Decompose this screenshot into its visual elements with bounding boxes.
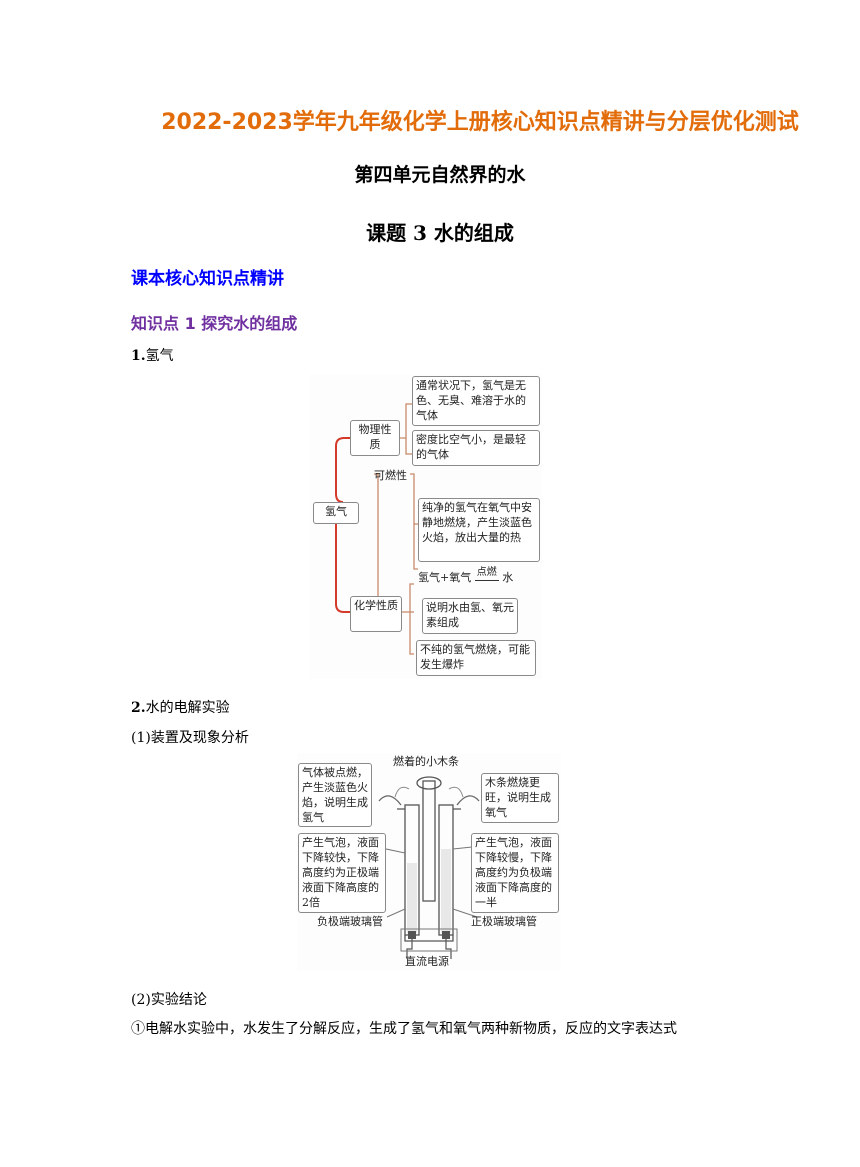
mindmap-physical-node: 物理性质 bbox=[350, 420, 400, 456]
hydrogen-test-note: 气体被点燃，产生淡蓝色火焰，说明生成氢气 bbox=[298, 763, 372, 827]
item-2: 2.水的电解实验 bbox=[131, 697, 230, 717]
electrolysis-figure: 燃着的小木条 气体被点燃，产生淡蓝色火焰，说明生成氢气 木条燃烧更旺，说明生成氧… bbox=[297, 753, 561, 971]
burning-stick-label: 燃着的小木条 bbox=[393, 755, 459, 768]
cathode-observation-note: 产生气泡，液面下降较快，下降高度约为正极端液面下降高度的2倍 bbox=[298, 833, 386, 913]
anode-observation-note: 产生气泡，液面下降较慢，下降高度约为负极端液面下降高度的一半 bbox=[471, 833, 559, 913]
hydrogen-mindmap-figure: 氢气 物理性质 可燃性 化学性质 通常状况下，氢气是无色、无臭、难溶于水的气体 … bbox=[310, 374, 542, 679]
subheading-conclusion: (2)实验结论 bbox=[131, 992, 207, 1008]
subheading-apparatus: (1)装置及现象分析 bbox=[131, 730, 249, 746]
conclusion-paragraph-1: ①电解水实验中，水发生了分解反应，生成了氢气和氧气两种新物质，反应的文字表达式 bbox=[131, 1021, 677, 1037]
power-supply-label: 直流电源 bbox=[405, 955, 449, 968]
mindmap-connectors bbox=[335, 403, 418, 655]
positive-tube-label: 正极端玻璃管 bbox=[471, 915, 537, 928]
item-1-text: 氢气 bbox=[145, 348, 174, 364]
knowledge-point-heading: 知识点 1 探究水的组成 bbox=[131, 314, 298, 333]
mindmap-equation: 氢气+氧气 点燃 水 bbox=[418, 567, 542, 587]
item-2-number: 2. bbox=[131, 700, 146, 716]
item-1: 1.氢气 bbox=[131, 345, 174, 365]
mindmap-composition-note: 说明水由氢、氧元素组成 bbox=[422, 598, 518, 634]
mindmap-physical-note-1: 通常状况下，氢气是无色、无臭、难溶于水的气体 bbox=[412, 376, 540, 426]
mindmap-flammable-label: 可燃性 bbox=[374, 469, 407, 482]
document-title: 2022-2023学年九年级化学上册核心知识点精讲与分层优化测试 bbox=[161, 110, 799, 135]
equation-right: 水 bbox=[502, 571, 514, 584]
negative-tube-label: 负极端玻璃管 bbox=[317, 915, 383, 928]
equation-left: 氢气+氧气 bbox=[418, 571, 472, 584]
mindmap-burning-note: 纯净的氢气在氧气中安静地燃烧，产生淡蓝色火焰，放出大量的热 bbox=[418, 498, 540, 562]
item-1-number: 1. bbox=[131, 348, 146, 364]
lesson-title: 课题 3 水的组成 bbox=[366, 221, 514, 245]
equation-condition: 点燃 bbox=[474, 565, 499, 581]
electrolysis-apparatus-drawing bbox=[366, 776, 492, 959]
mindmap-chemical-node: 化学性质 bbox=[350, 596, 402, 632]
mindmap-physical-note-2: 密度比空气小，是最轻的气体 bbox=[412, 430, 540, 466]
mindmap-root-node: 氢气 bbox=[313, 502, 359, 524]
unit-title: 第四单元自然界的水 bbox=[354, 164, 526, 186]
item-2-text: 水的电解实验 bbox=[145, 700, 230, 716]
mindmap-explosion-note: 不纯的氢气燃烧，可能发生爆炸 bbox=[416, 640, 536, 676]
section-heading: 课本核心知识点精讲 bbox=[131, 269, 284, 289]
oxygen-test-note: 木条燃烧更旺，说明生成氧气 bbox=[481, 773, 559, 823]
